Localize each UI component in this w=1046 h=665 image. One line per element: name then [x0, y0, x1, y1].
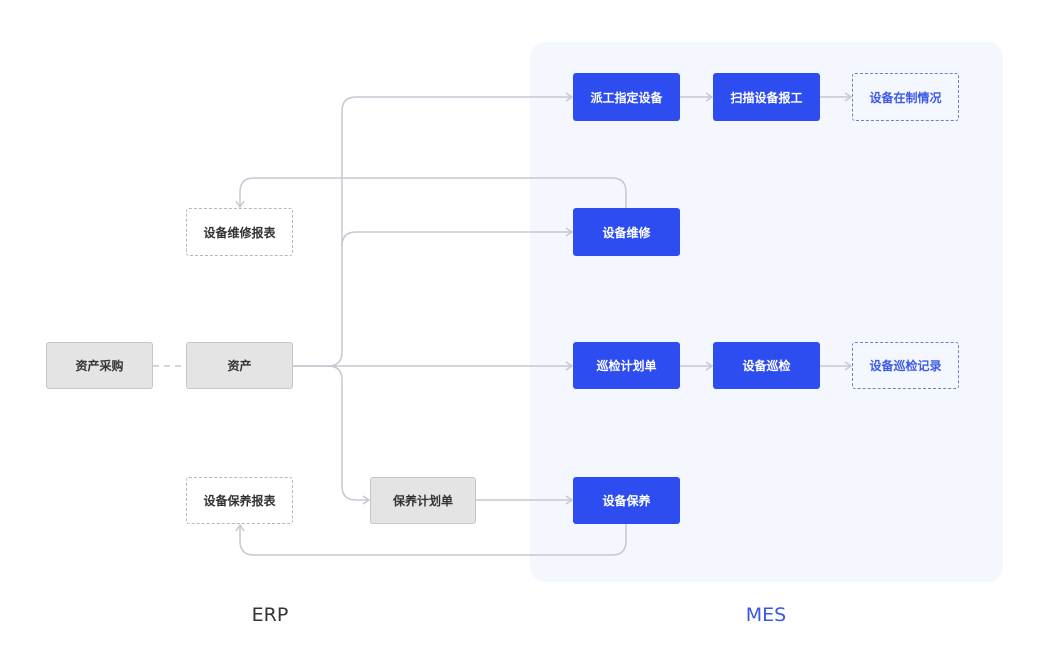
node-dispatch-device: 派工指定设备: [573, 73, 680, 121]
node-repair-report: 设备维修报表: [186, 208, 293, 256]
node-asset-purchase: 资产采购: [46, 342, 153, 389]
node-device-wip-status: 设备在制情况: [852, 73, 959, 121]
node-device-maintenance: 设备保养: [573, 477, 680, 524]
connector-asset-to-maintenance-plan: [327, 365, 369, 500]
erp-section-label: ERP: [251, 604, 289, 626]
mes-section-label: MES: [745, 604, 787, 626]
node-scan-report: 扫描设备报工: [713, 73, 820, 121]
node-maintenance-plan: 保养计划单: [370, 477, 476, 524]
node-device-inspection: 设备巡检: [713, 342, 820, 389]
node-maintenance-report: 设备保养报表: [186, 477, 293, 524]
node-device-repair: 设备维修: [573, 208, 680, 256]
node-inspection-plan: 巡检计划单: [573, 342, 680, 389]
node-inspection-record: 设备巡检记录: [852, 342, 959, 389]
node-asset: 资产: [186, 342, 293, 389]
